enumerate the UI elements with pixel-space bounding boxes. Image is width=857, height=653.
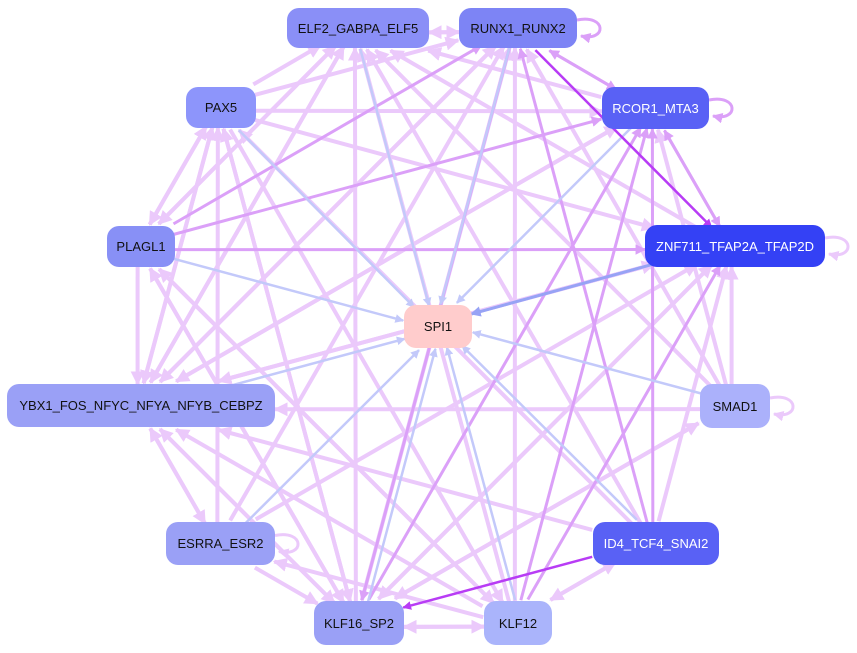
edge-ID4_TCF4_SNAI2-to-SPI1 [461,344,638,521]
edge-RCOR1_MTA3-to-YBX1_FOS_NFYC_NFYA_NFYB_CEBPZ [175,124,619,384]
node-label: ZNF711_TFAP2A_TFAP2D [656,238,814,254]
node-klf16_sp2[interactable]: KLF16_SP2 [314,601,404,645]
edge-KLF12-to-ZNF711_TFAP2A_TFAP2D [526,264,722,601]
node-smad1[interactable]: SMAD1 [700,384,770,428]
node-spi1[interactable]: SPI1 [404,305,472,348]
edge-PAX5-to-SPI1 [237,129,416,308]
edge-RUNX1_RUNX2-to-YBX1_FOS_NFYC_NFYA_NFYB_CEBPZ [158,44,498,384]
node-ybx1_fos_nfyc_nfya_nfyb_cebpz[interactable]: YBX1_FOS_NFYC_NFYA_NFYB_CEBPZ [7,384,275,427]
node-label: YBX1_FOS_NFYC_NFYA_NFYB_CEBPZ [19,398,263,413]
edge-PAX5-to-ELF2_GABPA_ELF5 [252,43,322,87]
edge-KLF12-to-ID4_TCF4_SNAI2 [549,560,617,602]
edge-PLAGL1-to-RCOR1_MTA3 [173,116,603,236]
edge-PAX5-to-ZNF711_TFAP2A_TFAP2D [254,118,656,232]
self-loop-RCOR1_MTA3 [708,97,734,124]
self-loop-ZNF711_TFAP2A_TFAP2D [824,235,850,262]
edge-KLF16_SP2-to-RCOR1_MTA3 [367,126,642,601]
edge-ID4_TCF4_SNAI2-to-RUNX1_RUNX2 [517,47,649,524]
node-label: ESRRA_ESR2 [177,536,264,551]
edge-RCOR1_MTA3-to-SPI1 [455,126,633,304]
edge-ESRRA_ESR2-to-ZNF711_TFAP2A_TFAP2D [254,262,698,522]
node-plagl1[interactable]: PLAGL1 [107,226,175,267]
edge-KLF16_SP2-to-SMAD1 [394,421,700,601]
node-label: PLAGL1 [116,239,166,254]
node-label: KLF12 [498,615,538,631]
node-label: PAX5 [204,100,238,115]
edge-ESRRA_ESR2-to-SPI1 [243,349,420,526]
edge-KLF16_SP2-to-ELF2_GABPA_ELF5 [347,46,362,602]
node-rcor1_mta3[interactable]: RCOR1_MTA3 [602,87,709,129]
edge-ESRRA_ESR2-to-RUNX1_RUNX2 [228,45,506,522]
edge-KLF12-to-RCOR1_MTA3 [519,127,650,601]
edge-PLAGL1-to-RUNX1_RUNX2 [172,44,483,226]
self-loop-SMAD1 [769,395,795,422]
edge-PLAGL1-to-PAX5 [147,125,208,226]
self-loop-RUNX1_RUNX2 [576,17,602,44]
edge-ELF2_GABPA_ELF5-to-SPI1 [359,48,432,307]
edge-SMAD1-to-SPI1 [471,330,702,395]
node-label: SMAD1 [712,398,758,414]
edge-ID4_TCF4_SNAI2-to-ZNF711_TFAP2A_TFAP2D [656,264,730,522]
node-label: RCOR1_MTA3 [612,100,699,116]
edge-ZNF711_TFAP2A_TFAP2D-to-SPI1 [470,262,655,317]
node-label: RUNX1_RUNX2 [470,20,566,36]
edge-SMAD1-to-ELF2_GABPA_ELF5 [374,48,713,388]
edge-ESRRA_ESR2-to-KLF16_SP2 [253,565,319,606]
node-esrra_esr2[interactable]: ESRRA_ESR2 [166,522,275,565]
node-elf2_gabpa_elf5[interactable]: ELF2_GABPA_ELF5 [287,8,429,48]
edge-YBX1_FOS_NFYC_NFYA_NFYB_CEBPZ-to-PAX5 [141,125,216,384]
edge-KLF16_SP2-to-SPI1 [366,347,438,603]
edge-RUNX1_RUNX2-to-ZNF711_TFAP2A_TFAP2D [534,49,713,228]
node-znf711_tfap2a_tfap2d[interactable]: ZNF711_TFAP2A_TFAP2D [645,225,825,267]
edge-ZNF711_TFAP2A_TFAP2D-to-RCOR1_MTA3 [663,129,722,228]
edge-YBX1_FOS_NFYC_NFYA_NFYB_CEBPZ-to-SPI1 [225,336,406,389]
edge-KLF12-to-YBX1_FOS_NFYC_NFYA_NFYB_CEBPZ [174,427,484,609]
edge-KLF12-to-SPI1 [444,346,517,601]
edge-ESRRA_ESR2-to-YBX1_FOS_NFYC_NFYA_NFYB_CEBPZ [148,427,207,525]
self-loop-ESRRA_ESR2 [274,533,300,559]
edge-KLF16_SP2-to-YBX1_FOS_NFYC_NFYA_NFYB_CEBPZ [158,427,336,605]
edge-KLF16_SP2-to-PAX5 [219,127,353,603]
edge-PLAGL1-to-SPI1 [173,257,405,323]
node-klf12[interactable]: KLF12 [484,601,552,645]
node-pax5[interactable]: PAX5 [186,87,256,128]
node-id4_tcf4_snai2[interactable]: ID4_TCF4_SNAI2 [593,522,719,565]
node-label: SPI1 [423,319,453,334]
node-label: ID4_TCF4_SNAI2 [603,536,709,551]
edge-ID4_TCF4_SNAI2-to-KLF16_SP2 [402,555,593,610]
node-runx1_runx2[interactable]: RUNX1_RUNX2 [459,8,577,48]
edge-ZNF711_TFAP2A_TFAP2D-to-KLF16_SP2 [377,263,714,601]
node-label: ELF2_GABPA_ELF5 [297,20,419,36]
edge-RUNX1_RUNX2-to-SPI1 [438,46,511,306]
edge-RCOR1_MTA3-to-RUNX1_RUNX2 [548,49,618,91]
node-label: KLF16_SP2 [323,615,395,631]
edge-ELF2_GABPA_ELF5-to-PLAGL1 [157,44,338,226]
edge-ID4_TCF4_SNAI2-to-YBX1_FOS_NFYC_NFYA_NFYB_CEBPZ [217,426,593,532]
